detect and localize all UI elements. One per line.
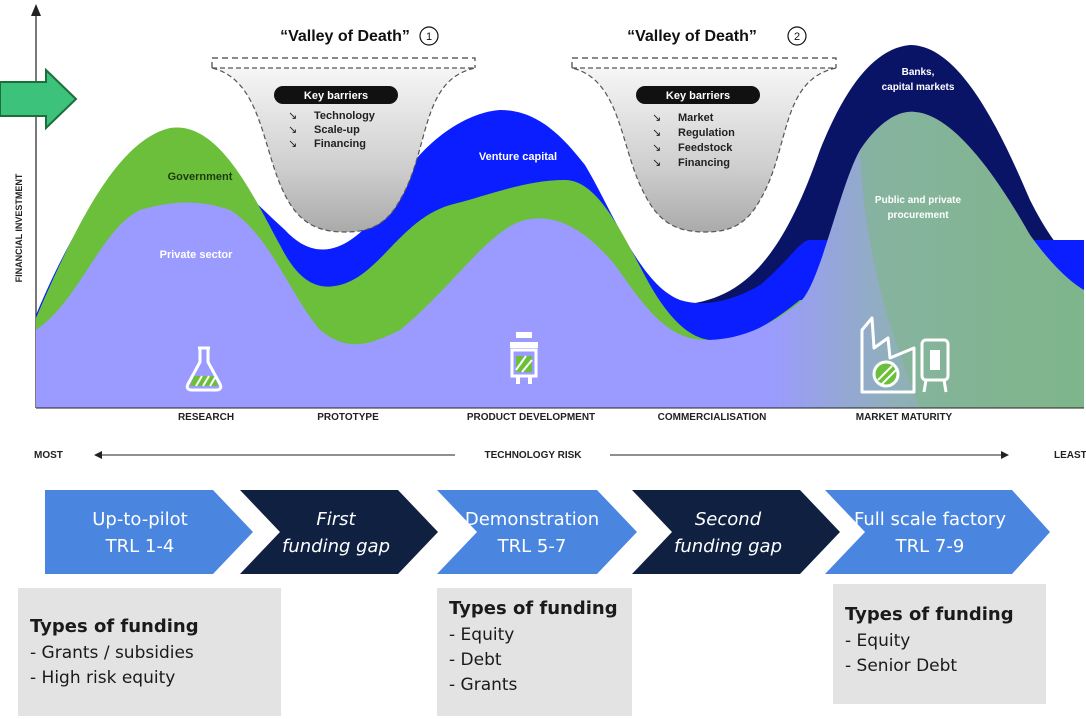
valley-1-number: 1 bbox=[426, 31, 432, 43]
venture-capital-label: Venture capital bbox=[479, 151, 557, 163]
funding-box-early: Types of funding - Grants / subsidies - … bbox=[18, 588, 281, 716]
valley-2-barrier: Market bbox=[678, 112, 714, 124]
callout-arrow-icon bbox=[0, 67, 78, 131]
valley-1-title: “Valley of Death” bbox=[280, 28, 410, 45]
valley-of-death-1: “Valley of Death” 1 Key barriers ↘ Techn… bbox=[211, 26, 476, 233]
funding-box-title: Types of funding bbox=[845, 604, 1014, 625]
phase-2-line1: First bbox=[316, 509, 356, 530]
phase-5-line1: Full scale factory bbox=[854, 509, 1006, 530]
private-sector-label: Private sector bbox=[160, 249, 233, 261]
valley-1-barrier: Technology bbox=[314, 110, 376, 122]
arrow-down-right-icon: ↘ bbox=[652, 157, 661, 169]
valley-1-heading: Key barriers bbox=[304, 90, 368, 102]
valley-of-death-2: “Valley of Death” 2 Key barriers ↘ Marke… bbox=[571, 26, 837, 233]
arrow-down-right-icon: ↘ bbox=[652, 112, 661, 124]
phase-up-to-pilot bbox=[45, 490, 253, 574]
funding-item: - Grants / subsidies bbox=[30, 643, 194, 663]
phase-3-line1: Demonstration bbox=[465, 509, 599, 530]
investment-diagram: FINANCIAL INVESTMENT Government Private … bbox=[0, 4, 1086, 461]
reactor-icon bbox=[510, 332, 538, 384]
private-sector-area bbox=[36, 111, 1084, 408]
arrow-down-right-icon: ↘ bbox=[652, 142, 661, 154]
stage-product-development: PRODUCT DEVELOPMENT bbox=[467, 412, 595, 423]
flask-icon bbox=[185, 346, 223, 392]
valley-2-barrier: Feedstock bbox=[678, 142, 733, 154]
funding-item: - Debt bbox=[449, 650, 502, 670]
valley-2-funnel bbox=[571, 67, 837, 233]
funding-item: - Senior Debt bbox=[845, 656, 958, 676]
phase-4-line1: Second bbox=[695, 509, 762, 530]
phase-second-funding-gap bbox=[632, 490, 840, 574]
funding-item: - Equity bbox=[845, 631, 911, 651]
risk-most-label: MOST bbox=[34, 450, 63, 461]
valley-2-title: “Valley of Death” bbox=[627, 28, 757, 45]
stage-commercialisation: COMMERCIALISATION bbox=[658, 412, 767, 423]
y-axis-label: FINANCIAL INVESTMENT bbox=[14, 173, 24, 282]
valley-1-barrier: Scale-up bbox=[314, 124, 360, 136]
phase-3-line2: TRL 5-7 bbox=[497, 536, 567, 557]
phase-1-line2: TRL 1-4 bbox=[105, 536, 175, 557]
factory-icon bbox=[860, 316, 950, 394]
arrow-down-right-icon: ↘ bbox=[288, 110, 297, 122]
valley-1-funnel bbox=[211, 67, 476, 233]
funding-item: - Grants bbox=[449, 675, 518, 695]
phase-bar: Up-to-pilot TRL 1-4 First funding gap De… bbox=[45, 490, 1050, 574]
valley-2-number: 2 bbox=[794, 31, 800, 43]
valley-2-heading: Key barriers bbox=[666, 90, 730, 102]
funding-item: - Equity bbox=[449, 625, 515, 645]
funding-item: - High risk equity bbox=[30, 668, 176, 688]
phase-full-scale-factory bbox=[825, 490, 1050, 574]
valley-2-number-circle bbox=[787, 26, 807, 46]
valley-1-number-circle bbox=[419, 26, 439, 46]
procurement-area bbox=[860, 111, 1084, 408]
valley-1-barrier: Financing bbox=[314, 138, 366, 150]
government-label: Government bbox=[168, 171, 233, 183]
valley-2-barrier: Financing bbox=[678, 157, 730, 169]
valley-2-barrier: Regulation bbox=[678, 127, 735, 139]
funding-box-demonstration: Types of funding - Equity - Debt - Grant… bbox=[437, 588, 632, 716]
procurement-label: Public and private bbox=[875, 195, 962, 206]
phase-1-line1: Up-to-pilot bbox=[92, 509, 188, 530]
funding-box-title: Types of funding bbox=[30, 616, 199, 637]
funding-box-full-scale: Types of funding - Equity - Senior Debt bbox=[833, 584, 1046, 704]
procurement-label-line2: procurement bbox=[887, 210, 949, 221]
phase-4-line2: funding gap bbox=[674, 536, 782, 557]
funding-box-title: Types of funding bbox=[449, 598, 618, 619]
phase-demonstration bbox=[437, 490, 637, 574]
arrow-down-right-icon: ↘ bbox=[652, 127, 661, 139]
arrow-down-right-icon: ↘ bbox=[288, 138, 297, 150]
arrow-down-right-icon: ↘ bbox=[288, 124, 297, 136]
phase-first-funding-gap bbox=[240, 490, 438, 574]
stage-market-maturity: MARKET MATURITY bbox=[856, 412, 953, 423]
banks-label-line2: capital markets bbox=[882, 82, 955, 93]
phase-5-line2: TRL 7-9 bbox=[895, 536, 965, 557]
y-axis-arrowhead bbox=[31, 4, 41, 16]
banks-label: Banks, bbox=[902, 67, 935, 78]
phase-2-line2: funding gap bbox=[282, 536, 390, 557]
stage-prototype: PROTOTYPE bbox=[317, 412, 379, 423]
risk-axis-label: TECHNOLOGY RISK bbox=[484, 450, 582, 461]
risk-least-label: LEAST bbox=[1054, 450, 1086, 461]
stage-research: RESEARCH bbox=[178, 412, 234, 423]
